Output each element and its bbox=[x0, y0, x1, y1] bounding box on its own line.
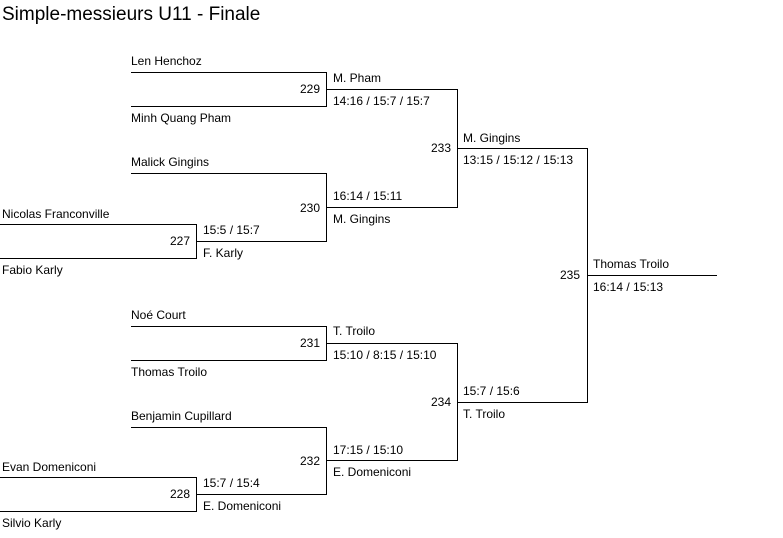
champion-name: Thomas Troilo bbox=[593, 257, 670, 271]
player-name: Malick Gingins bbox=[131, 155, 210, 169]
player-name: Minh Quang Pham bbox=[131, 111, 232, 125]
bracket-line bbox=[0, 511, 197, 512]
match-winner: T. Troilo bbox=[463, 407, 506, 421]
match-score: 15:5 / 15:7 bbox=[203, 223, 260, 237]
match-number: 227 bbox=[169, 234, 190, 248]
match-number: 232 bbox=[299, 454, 320, 468]
bracket-line bbox=[0, 224, 197, 225]
bracket-line bbox=[131, 173, 327, 174]
player-name: Fabio Karly bbox=[2, 263, 63, 277]
match-score: 17:15 / 15:10 bbox=[333, 443, 404, 457]
bracket-line bbox=[131, 360, 327, 361]
match-number: 228 bbox=[169, 487, 190, 501]
match-winner: E. Domeniconi bbox=[333, 465, 412, 479]
bracket-line bbox=[131, 427, 327, 428]
player-name: Evan Domeniconi bbox=[2, 460, 97, 474]
match-number: 234 bbox=[430, 395, 451, 409]
match-score: 13:15 / 15:12 / 15:13 bbox=[463, 153, 574, 167]
match-score: 14:16 / 15:7 / 15:7 bbox=[333, 94, 430, 108]
match-number: 229 bbox=[299, 82, 320, 96]
match-score: 16:14 / 15:11 bbox=[333, 189, 403, 203]
match-winner: T. Troilo bbox=[333, 324, 376, 338]
bracket-line bbox=[196, 494, 327, 495]
player-name: Len Henchoz bbox=[131, 54, 202, 68]
bracket-line bbox=[131, 106, 327, 107]
bracket-line bbox=[587, 275, 717, 276]
match-score: 16:14 / 15:13 bbox=[593, 280, 664, 294]
match-winner: M. Gingins bbox=[463, 131, 521, 145]
bracket-line bbox=[457, 402, 588, 403]
match-number: 231 bbox=[299, 336, 320, 350]
match-score: 15:10 / 8:15 / 15:10 bbox=[333, 348, 437, 362]
match-number: 233 bbox=[430, 141, 451, 155]
bracket-line bbox=[326, 207, 458, 208]
match-winner: M. Pham bbox=[333, 71, 382, 85]
bracket-line bbox=[131, 72, 327, 73]
player-name: Nicolas Franconville bbox=[2, 207, 110, 221]
player-name: Silvio Karly bbox=[2, 516, 62, 530]
match-winner: M. Gingins bbox=[333, 212, 391, 226]
player-name: Noé Court bbox=[131, 308, 186, 322]
match-score: 15:7 / 15:4 bbox=[203, 476, 260, 490]
bracket-line bbox=[131, 326, 327, 327]
bracket-line bbox=[0, 477, 197, 478]
player-name: Thomas Troilo bbox=[131, 365, 208, 379]
match-number: 235 bbox=[559, 268, 580, 282]
bracket-line bbox=[0, 258, 197, 259]
match-winner: E. Domeniconi bbox=[203, 499, 282, 513]
bracket-line bbox=[326, 427, 327, 495]
bracket-line bbox=[196, 241, 327, 242]
bracket-line bbox=[326, 460, 458, 461]
match-score: 15:7 / 15:6 bbox=[463, 384, 520, 398]
player-name: Benjamin Cupillard bbox=[131, 409, 232, 423]
bracket-line bbox=[457, 148, 588, 149]
page-title: Simple-messieurs U11 - Finale bbox=[2, 4, 261, 25]
bracket-line bbox=[326, 89, 458, 90]
match-winner: F. Karly bbox=[203, 246, 244, 260]
bracket-line bbox=[326, 343, 458, 344]
match-number: 230 bbox=[299, 201, 320, 215]
